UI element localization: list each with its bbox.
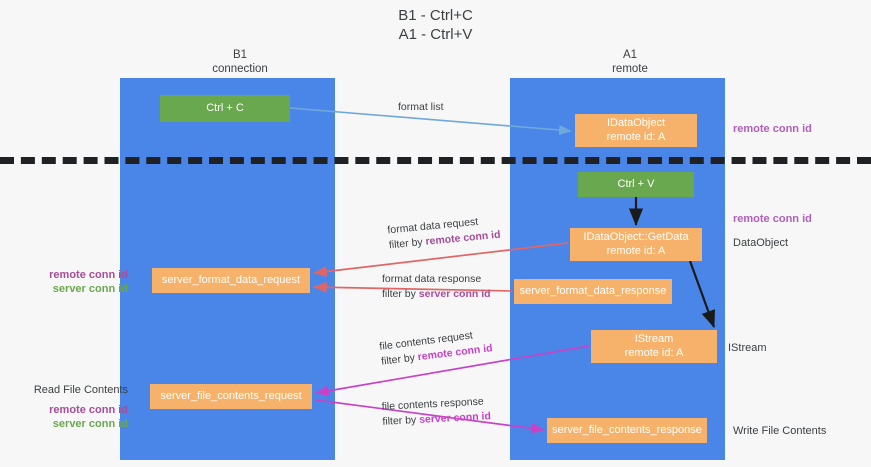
edge-format-data-response	[313, 281, 513, 293]
edge-label-format-list: format list	[398, 100, 444, 115]
annotation-right-istream: IStream	[728, 342, 767, 354]
annotation-right-remote-conn-id-top: remote conn id	[733, 123, 812, 135]
annotation-read-file-contents-heading: Read File Contents	[33, 384, 128, 396]
edge-format-list	[289, 107, 572, 136]
node-idataobject[interactable]: IDataObject remote id: A	[575, 114, 697, 147]
annotation-remote-conn-id: remote conn id	[49, 269, 128, 281]
annotation-server-conn-id: server conn id	[52, 418, 128, 430]
edge-label-format-list-text: format list	[398, 101, 444, 113]
node-server-file-contents-response[interactable]: server_file_contents_response	[547, 418, 707, 443]
edge-file-contents-request	[315, 345, 590, 397]
node-istream[interactable]: IStream remote id: A	[591, 330, 717, 363]
edge-label-format-data-response-filter: filter by server conn id	[382, 287, 491, 302]
annotation-remote-conn-id: remote conn id	[49, 404, 128, 416]
node-server-format-data-request[interactable]: server_format_data_request	[152, 268, 310, 293]
page-title: B1 - Ctrl+C A1 - Ctrl+V	[398, 7, 473, 43]
edge-getdata-to-istream	[688, 260, 716, 329]
node-ctrl-v[interactable]: Ctrl + V	[578, 172, 694, 197]
filter-prefix: filter by	[382, 413, 420, 428]
node-idataobject-getdata[interactable]: IDataObject::GetData remote id: A	[570, 228, 702, 261]
column-header-a1: A1 remote	[612, 49, 648, 75]
edge-format-data-request	[313, 242, 569, 277]
filter-key-server-conn-id: server conn id	[418, 288, 491, 300]
filter-prefix: filter by	[380, 351, 419, 368]
annotation-right-remote-conn-id-mid: remote conn id	[733, 213, 812, 225]
node-ctrl-c[interactable]: Ctrl + C	[160, 95, 290, 122]
node-server-format-data-response[interactable]: server_format_data_response	[514, 279, 672, 304]
annotation-right-write-file-contents: Write File Contents	[733, 425, 827, 437]
annotation-left-conn-ids: remote conn id server conn id	[18, 268, 128, 296]
annotation-read-file-contents: Read File Contents remote conn id server…	[18, 383, 128, 431]
edge-label-format-data-response: format data response filter by server co…	[382, 272, 491, 302]
annotation-right-dataobject: DataObject	[733, 237, 789, 249]
edge-label-file-contents-response: file contents response filter by server …	[381, 394, 491, 430]
column-header-b1: B1 connection	[212, 49, 268, 75]
edge-label-format-data-response-main: format data response	[382, 273, 482, 285]
filter-key-server-conn-id: server conn id	[418, 410, 492, 426]
annotation-server-conn-id: server conn id	[52, 283, 128, 295]
filter-prefix: filter by	[382, 288, 419, 300]
filter-prefix: filter by	[388, 235, 427, 252]
node-server-file-contents-request[interactable]: server_file_contents_request	[150, 384, 312, 409]
phase-divider	[0, 157, 871, 164]
edge-file-contents-response	[315, 399, 545, 434]
